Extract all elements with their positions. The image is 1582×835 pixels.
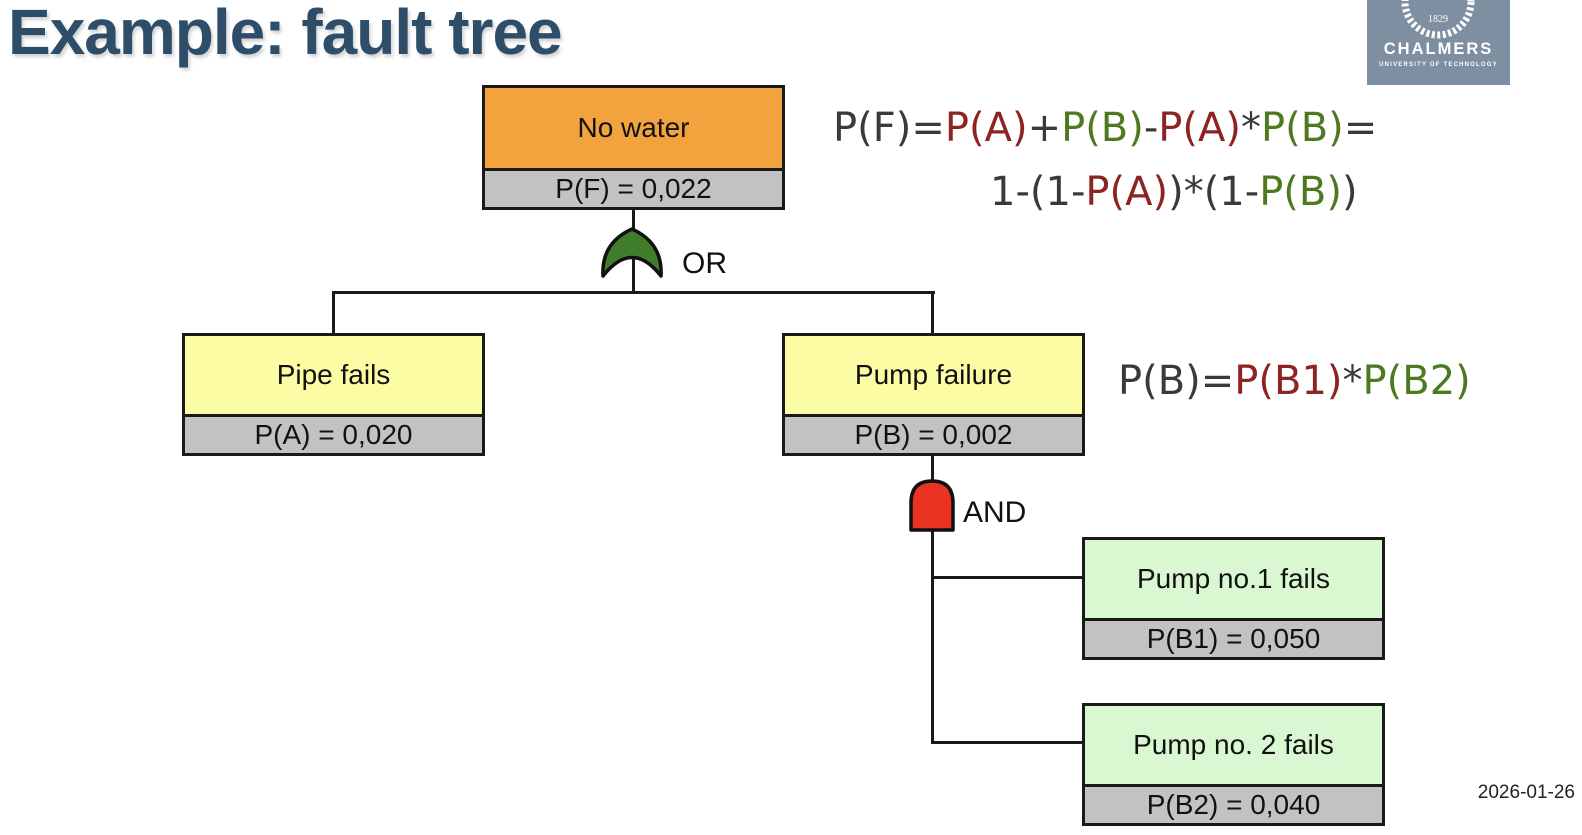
page-title: Example: fault tree (8, 0, 563, 68)
formula-segment: = (1343, 105, 1378, 151)
and-gate-icon (909, 479, 955, 532)
node-probability: P(B) = 0,002 (785, 414, 1082, 453)
node-label: No water (485, 88, 782, 168)
formula-or-line1: P(F)=P(A)+P(B)-P(A)*P(B)= (833, 96, 1377, 160)
formula-segment: P(B) (1061, 105, 1144, 151)
formula-segment: + (1027, 105, 1062, 151)
formula-segment: 1-(1- (990, 169, 1086, 215)
node-probability: P(F) = 0,022 (485, 168, 782, 207)
formula-and-probability: P(B)=P(B1)*P(B2) (1118, 358, 1471, 404)
connector-drop-pipe (332, 291, 335, 336)
node-pump-failure: Pump failure P(B) = 0,002 (782, 333, 1085, 456)
connector-and-trunk (931, 456, 934, 744)
node-pump-no1-fails: Pump no.1 fails P(B1) = 0,050 (1082, 537, 1385, 660)
formula-segment: P(B) (1259, 169, 1342, 215)
chalmers-subtitle: UNIVERSITY OF TECHNOLOGY (1379, 62, 1498, 68)
node-pump-no2-fails: Pump no. 2 fails P(B2) = 0,040 (1082, 703, 1385, 826)
connector-drop-pump (931, 291, 934, 336)
formula-segment: ) (1341, 169, 1358, 215)
formula-segment: P(A) (1085, 169, 1169, 215)
node-probability: P(B2) = 0,040 (1085, 784, 1382, 823)
chalmers-logo: 1829 CHALMERS UNIVERSITY OF TECHNOLOGY (1367, 0, 1510, 85)
or-gate-icon (601, 227, 663, 278)
formula-segment: ) (1168, 169, 1184, 215)
formula-segment: - (1143, 105, 1159, 151)
connector-or-branch (332, 291, 935, 294)
node-label: Pump failure (785, 336, 1082, 414)
slide-date: 2026-01-26 (1477, 782, 1575, 803)
node-label: Pipe fails (185, 336, 482, 414)
connector-to-pump2 (931, 741, 1082, 744)
node-pipe-fails: Pipe fails P(A) = 0,020 (182, 333, 485, 456)
node-no-water: No water P(F) = 0,022 (482, 85, 785, 210)
formula-or-line2: 1-(1-P(A))*(1-P(B)) (833, 160, 1377, 224)
chalmers-wordmark: CHALMERS (1383, 40, 1494, 58)
and-gate-label: AND (963, 496, 1027, 529)
or-gate-label: OR (682, 247, 727, 280)
formula-segment: P(B1) (1234, 358, 1343, 404)
formula-segment: P(A) (944, 105, 1028, 151)
formula-segment: P(B2) (1362, 358, 1471, 404)
formula-segment: * (1342, 358, 1363, 404)
chalmers-seal-icon: 1829 (1401, 0, 1475, 39)
node-probability: P(A) = 0,020 (185, 414, 482, 453)
formula-or-probability: P(F)=P(A)+P(B)-P(A)*P(B)= 1-(1-P(A))*(1-… (833, 96, 1377, 224)
node-probability: P(B1) = 0,050 (1085, 618, 1382, 657)
seal-year: 1829 (1428, 14, 1448, 25)
formula-segment: P(B) (1261, 105, 1344, 151)
node-label: Pump no. 2 fails (1085, 706, 1382, 784)
node-label: Pump no.1 fails (1085, 540, 1382, 618)
formula-segment: P(F)= (833, 105, 945, 151)
formula-segment: * (1241, 105, 1261, 151)
formula-segment: P(A) (1158, 105, 1241, 151)
formula-segment: P(B)= (1118, 358, 1235, 404)
formula-segment: *(1- (1183, 169, 1260, 215)
connector-to-pump1 (931, 576, 1082, 579)
